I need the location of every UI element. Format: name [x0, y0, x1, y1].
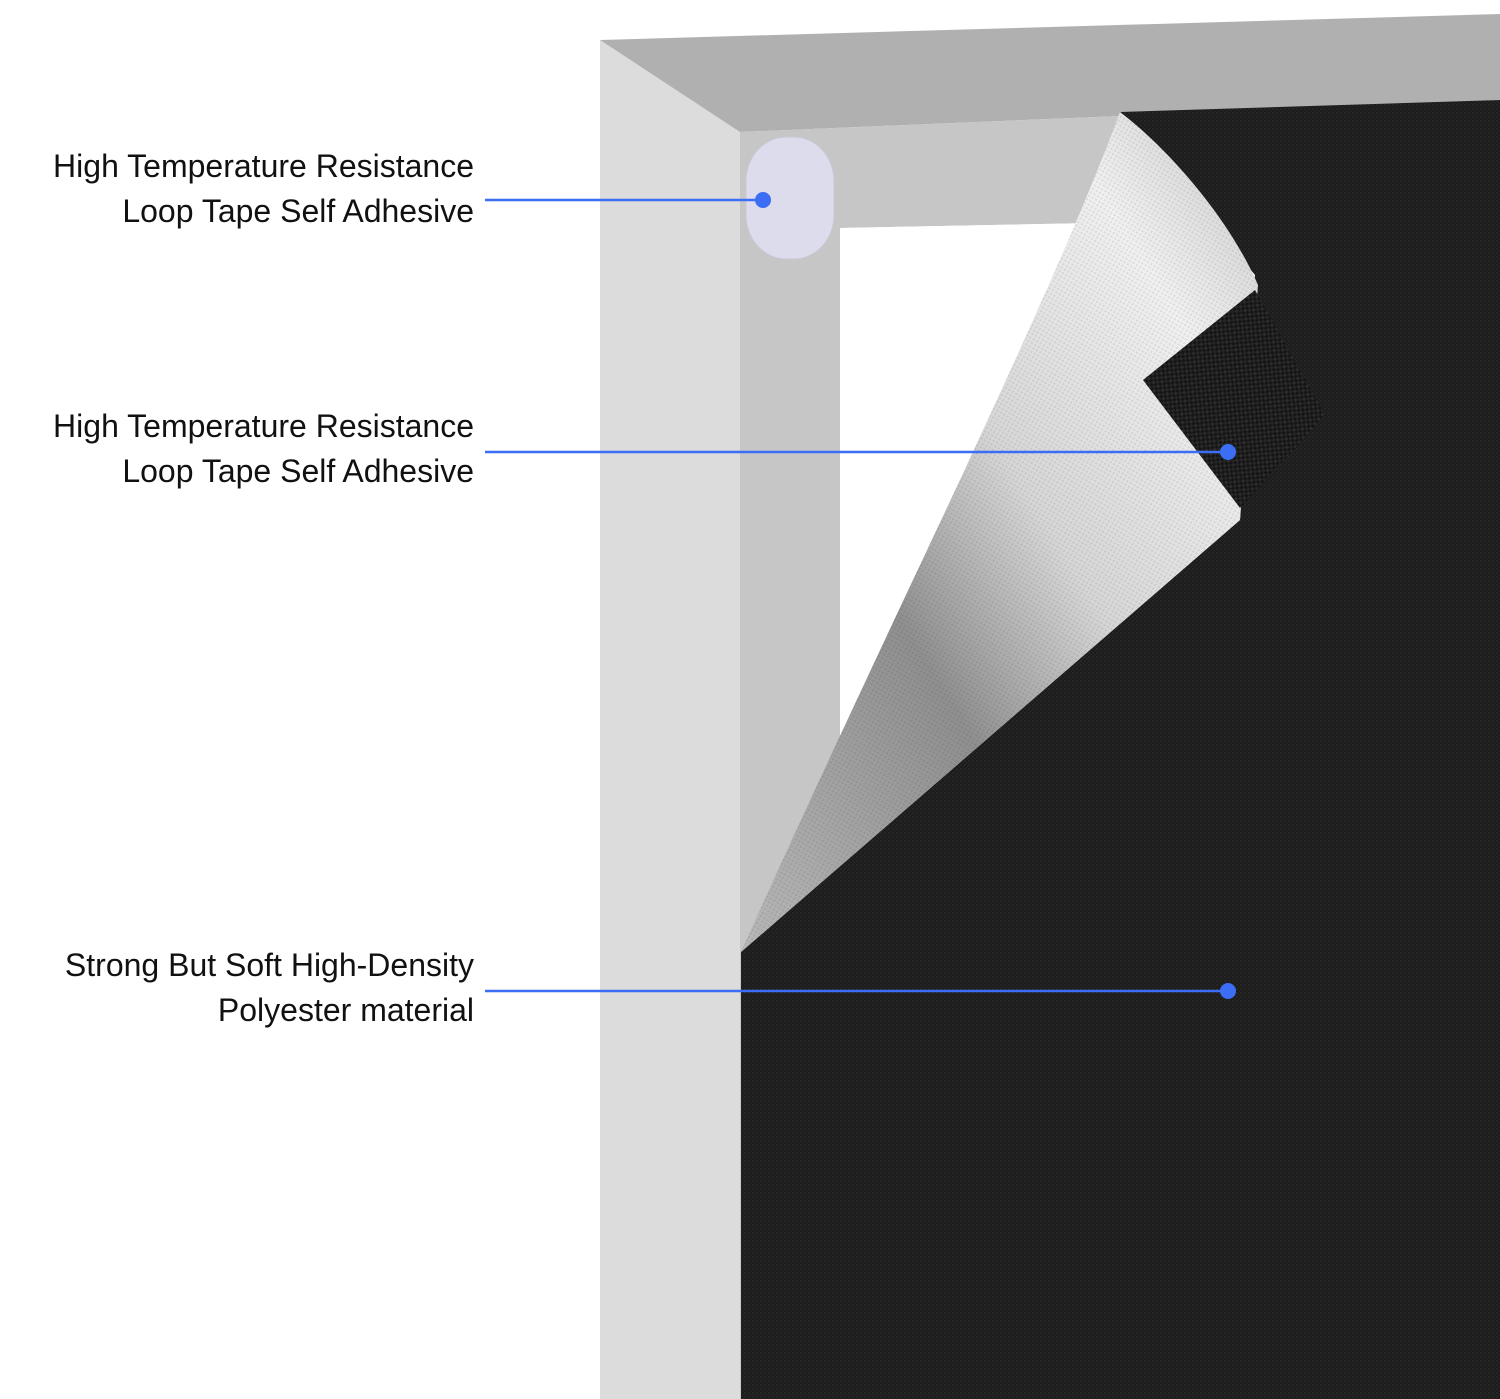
callout-label-polyester: Strong But Soft High-Density Polyester m… — [65, 943, 474, 1033]
callout-line-3 — [485, 983, 1236, 999]
loop-tape-pad — [745, 136, 835, 260]
callout-label-line2: Loop Tape Self Adhesive — [122, 453, 474, 489]
callout-dot-icon — [1220, 444, 1236, 460]
callout-line-2 — [485, 444, 1236, 460]
hook-tape-strip — [1143, 290, 1325, 508]
callout-line-1 — [485, 192, 771, 208]
callout-dot-icon — [755, 192, 771, 208]
frame-top-face — [600, 14, 1500, 132]
callout-label-line1: Strong But Soft High-Density — [64, 947, 474, 983]
callout-dot-icon — [1220, 983, 1236, 999]
callout-label-line1: High Temperature Resistance — [53, 148, 474, 184]
callout-label-hook-tape: High Temperature Resistance Loop Tape Se… — [53, 404, 474, 494]
callout-label-line1: High Temperature Resistance — [53, 408, 474, 444]
frame-left-face — [600, 40, 740, 1399]
callout-label-line2: Loop Tape Self Adhesive — [122, 193, 474, 229]
callout-label-loop-tape-top: High Temperature Resistance Loop Tape Se… — [53, 144, 474, 234]
callout-label-line2: Polyester material — [217, 992, 474, 1028]
